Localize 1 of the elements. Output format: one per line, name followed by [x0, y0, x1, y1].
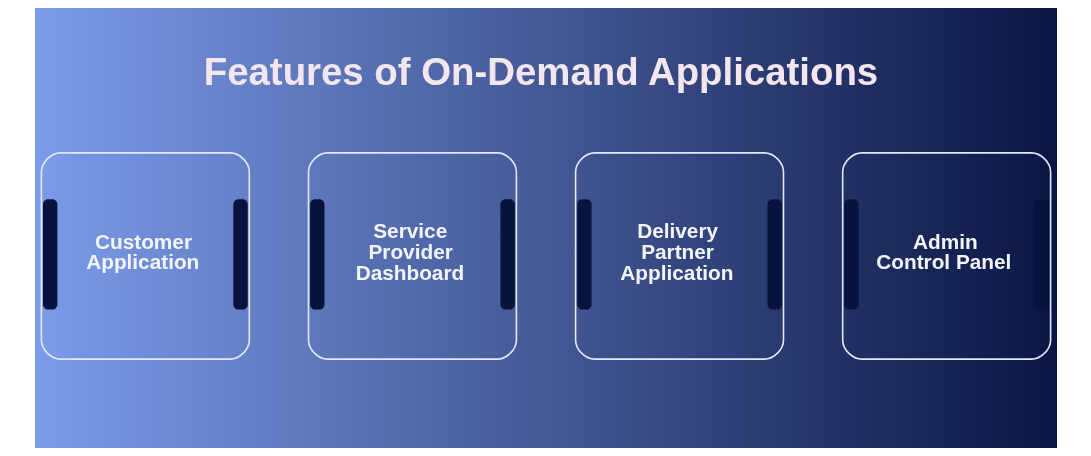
diagram-title: Features of On-Demand Applications — [203, 50, 878, 94]
